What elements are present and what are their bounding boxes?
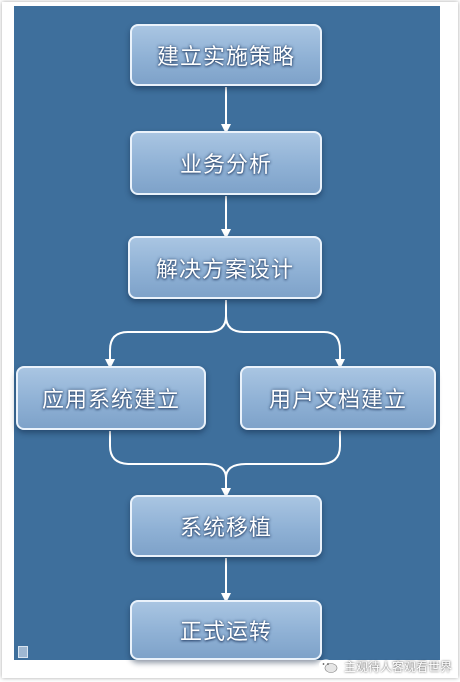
watermark: 主观待人客观看世界 <box>318 656 452 676</box>
node-user-documentation: 用户文档建立 <box>240 366 436 430</box>
node-go-live: 正式运转 <box>130 600 322 660</box>
node-implementation-strategy: 建立实施策略 <box>130 24 322 86</box>
corner-marker <box>18 646 28 658</box>
node-system-migration: 系统移植 <box>130 495 322 557</box>
node-solution-design: 解决方案设计 <box>128 236 322 299</box>
watermark-text: 主观待人客观看世界 <box>344 659 453 674</box>
node-business-analysis: 业务分析 <box>130 131 322 195</box>
wechat-icon <box>319 659 338 673</box>
diagram-canvas <box>14 6 440 660</box>
node-application-system: 应用系统建立 <box>16 366 206 430</box>
